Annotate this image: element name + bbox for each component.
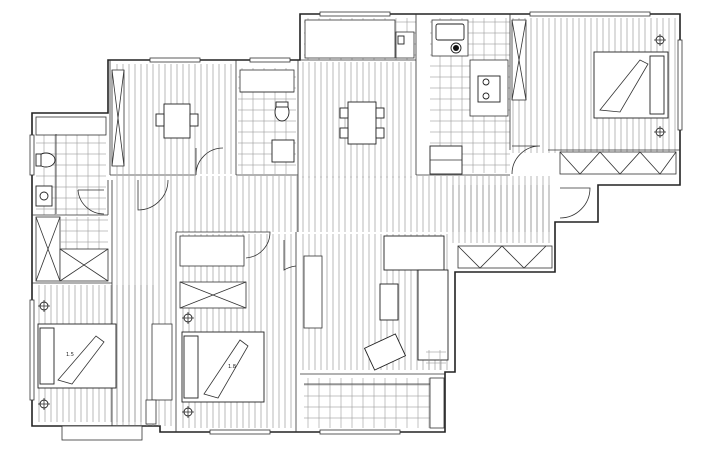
bathroom-center-fixtures <box>239 69 295 163</box>
balcony-bottom-fixtures <box>304 377 445 429</box>
doors <box>77 145 591 271</box>
floor-balcony-bottom <box>304 378 444 428</box>
bedroom-middle-fixtures: 1.8 <box>179 235 265 418</box>
room-floors <box>36 18 678 428</box>
dining-fixtures <box>339 101 385 145</box>
living-room-fixtures <box>303 235 449 371</box>
coffee-table <box>379 283 399 321</box>
study-desk <box>163 103 191 139</box>
bed-left-label: 1.5 <box>66 352 74 358</box>
sofa <box>383 235 445 271</box>
armchair <box>363 333 407 371</box>
dining-table <box>347 101 377 145</box>
windows <box>29 11 683 441</box>
left-storage <box>35 216 109 282</box>
bathroom-left-fixtures <box>35 116 107 214</box>
study-fixtures <box>111 69 199 167</box>
kitchen-fixtures <box>429 19 509 175</box>
master-bedroom-fixtures <box>511 19 677 175</box>
floor-corridor-right <box>452 185 552 243</box>
corridor-fixtures <box>457 245 553 269</box>
bed-middle-label: 1.8 <box>228 364 236 370</box>
balcony-top-fixtures <box>304 19 415 59</box>
bedroom-left-fixtures: 1.5 <box>37 300 173 425</box>
